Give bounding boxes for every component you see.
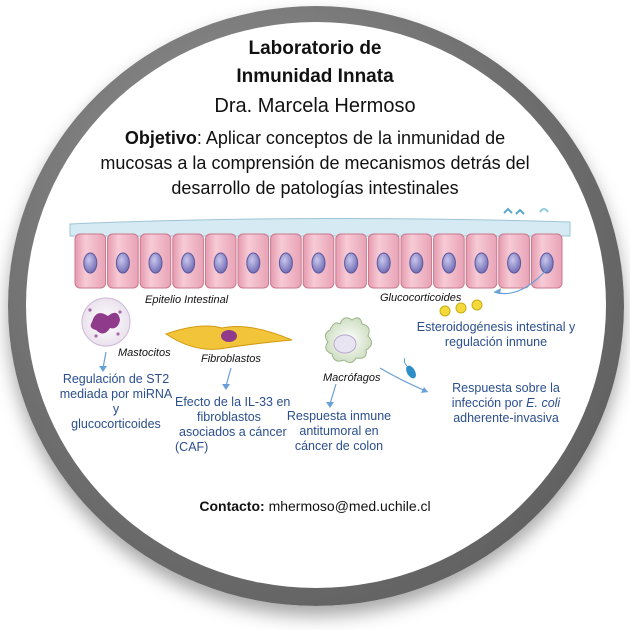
mast-cell-icon [81, 297, 131, 347]
ecoli-line3: adherente-invasiva [453, 411, 559, 425]
mastocitos-label: Mastocitos [118, 347, 171, 359]
bacterium-arrow [379, 367, 429, 393]
cell-nucleus [83, 252, 98, 274]
epithelial-cell [367, 233, 400, 289]
glucocorticoids-label: Glucocorticoides [380, 292, 462, 304]
glucocorticoid-icon [439, 299, 483, 317]
cell-nucleus [539, 252, 554, 274]
epithelial-cell [172, 233, 204, 289]
macrophage-arrow [329, 383, 337, 405]
ecoli-species: E. coli [526, 396, 561, 410]
director-name: Dra. Marcela Hermoso [214, 95, 416, 117]
contact-label: Contacto: [199, 498, 265, 514]
antitumor-line2: antitumoral en [299, 424, 379, 438]
objective-line1: Objetivo: Aplicar conceptos de la inmuni… [0, 126, 630, 150]
epithelium-label: Epitelio Intestinal [145, 294, 229, 306]
objective-line2: mucosas a la comprensión de mecanismos d… [100, 153, 530, 173]
fibroblast-icon [164, 325, 293, 350]
macrophage-icon [324, 317, 372, 364]
contact-line: Contacto: mhermoso@med.uchile.cl [0, 498, 630, 514]
epithelial-cell [465, 233, 498, 289]
epithelial-cell [139, 233, 172, 289]
epithelial-cell [530, 233, 563, 289]
steroidogenesis-text: Esteroidogénesis intestinal y regulación… [416, 320, 576, 349]
epithelial-cell [204, 233, 237, 289]
fibroblast-arrowhead [222, 384, 230, 390]
fibroblastos-label: Fibroblastos [201, 353, 261, 365]
antitumor-line3: cáncer de colon [294, 439, 384, 453]
intestinal-lumen [69, 217, 571, 237]
macrophage-arrowhead [326, 402, 334, 408]
ecoli-response-text: Respuesta sobre la infección por E. coli… [436, 381, 576, 426]
cell-nucleus [409, 252, 424, 274]
glucocorticoid-arrowhead [494, 288, 501, 294]
il33-line2: fibroblastos [197, 410, 261, 424]
epithelial-cell [107, 233, 139, 289]
il33-line4: (CAF) [175, 440, 209, 454]
ecoli-line1: Respuesta sobre la [452, 381, 560, 395]
ecoli-line2-pre: infección por [451, 396, 527, 410]
lab-title-line1: Laboratorio de [248, 38, 382, 59]
cell-nucleus [376, 252, 391, 274]
microbe-cluster-icon [503, 207, 549, 215]
epithelial-cell [498, 233, 530, 289]
epithelial-cell [400, 233, 433, 289]
antitumor-line1: Respuesta inmune [286, 409, 392, 423]
st2-line2: mediada por miRNA y [59, 387, 173, 416]
macrofagos-label: Macrófagos [323, 372, 381, 384]
cell-nucleus [507, 252, 522, 274]
st2-line3: glucocorticoides [71, 417, 161, 431]
st2-regulation-text: Regulación de ST2 mediada por miRNA y gl… [56, 372, 176, 432]
cell-nucleus [148, 252, 163, 274]
cell-nucleus [311, 252, 326, 274]
objective-line3: desarrollo de patologías intestinales [171, 178, 459, 198]
cell-nucleus [213, 252, 228, 274]
epithelial-cell [270, 233, 302, 289]
lab-title-line2: Inmunidad Innata [236, 66, 394, 87]
ecoli-line2: infección por E. coli [436, 396, 576, 411]
epithelial-cell [302, 233, 335, 289]
cell-nucleus [441, 252, 456, 274]
cell-nucleus [278, 252, 293, 274]
contact-email[interactable]: mhermoso@med.uchile.cl [264, 498, 431, 514]
epithelial-cell [237, 233, 270, 289]
epithelial-cell [74, 233, 107, 289]
il33-effect-text: Efecto de la IL-33 en fibroblastos asoci… [175, 395, 295, 455]
st2-line1: Regulación de ST2 [62, 372, 170, 386]
cell-nucleus [115, 252, 130, 274]
bacterium-arrowhead [421, 387, 428, 393]
fibroblast-arrow [225, 367, 232, 387]
il33-line1: Efecto de la IL-33 en [175, 395, 291, 409]
epithelial-cell [335, 233, 367, 289]
antitumor-response-text: Respuesta inmune antitumoral en cáncer d… [284, 409, 394, 454]
epithelial-cell-row [74, 233, 563, 289]
mast-cell-arrow [102, 351, 107, 369]
cell-nucleus [246, 252, 261, 274]
objective-text1: : Aplicar conceptos de la inmunidad de [196, 128, 506, 148]
epithelial-cell [433, 233, 465, 289]
cell-nucleus [181, 252, 196, 274]
objective-label: Objetivo [124, 128, 197, 148]
bacterium-icon [403, 357, 416, 379]
mast-cell-arrowhead [99, 366, 107, 372]
cell-nucleus [474, 252, 489, 274]
il33-line3: asociados a cáncer [179, 425, 287, 439]
cell-nucleus [344, 252, 359, 274]
